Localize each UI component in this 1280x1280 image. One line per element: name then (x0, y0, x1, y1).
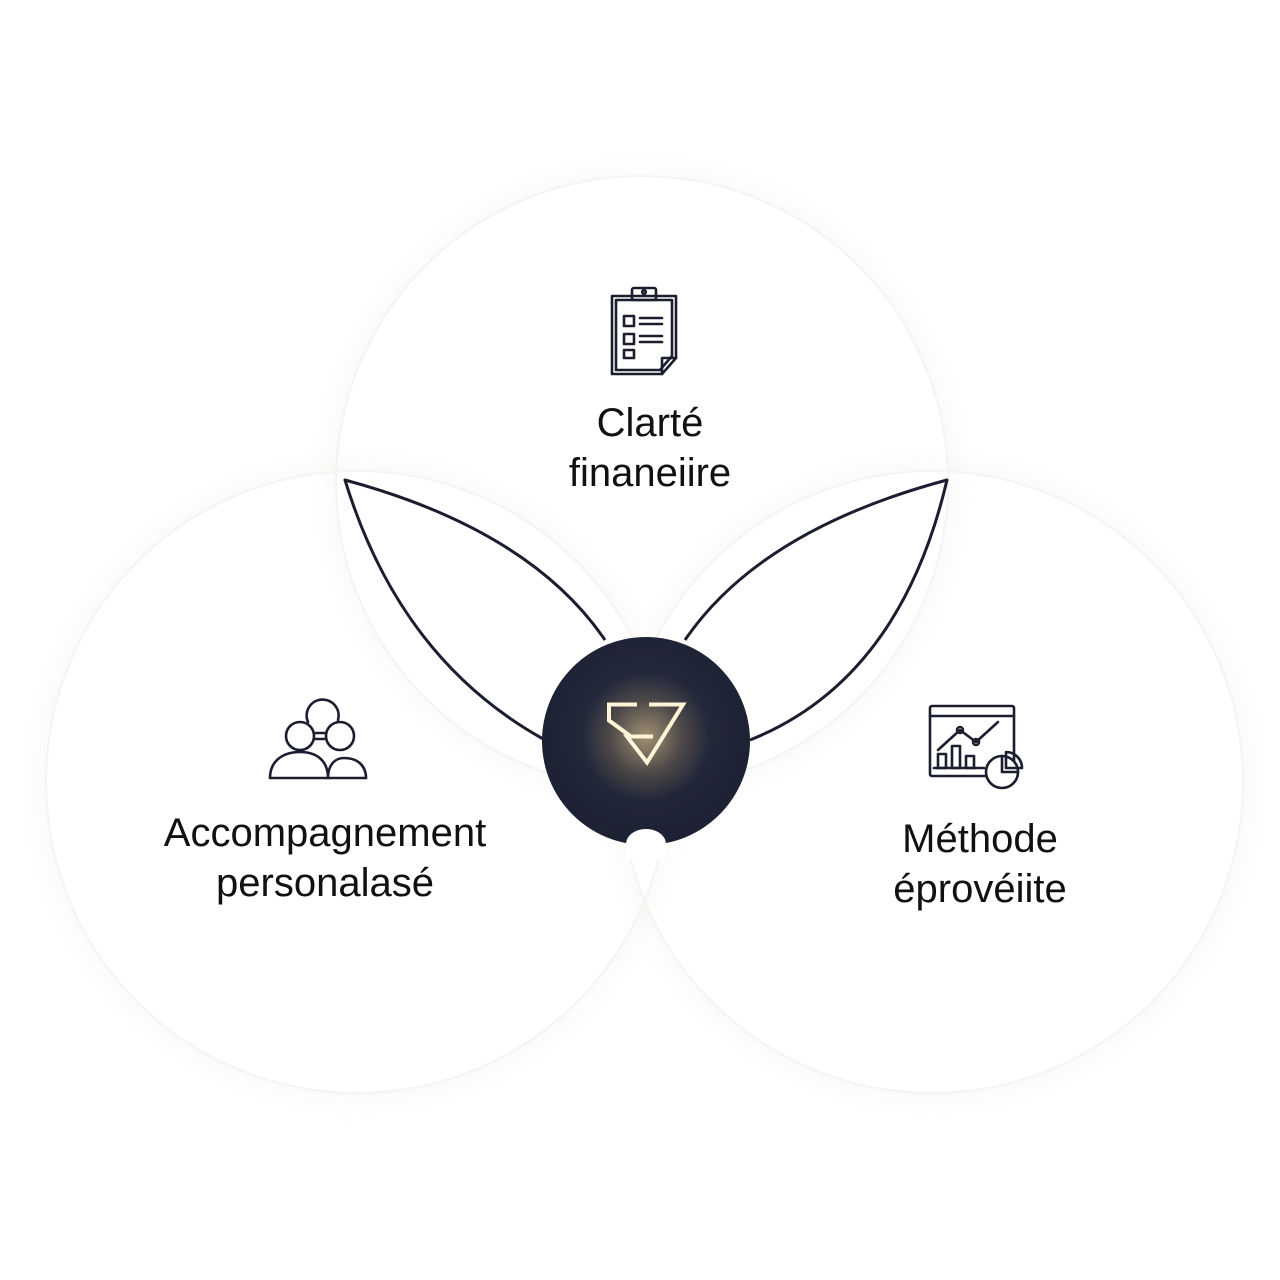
node-label-left: Accompagnement personalasé (100, 808, 550, 908)
center-hub (542, 637, 750, 859)
node-label-left-line-2: personalasé (216, 861, 434, 905)
right-petal (683, 478, 949, 742)
node-label-right-line-2: éprovéiite (893, 867, 1067, 911)
node-label-top: Clarté finaneiire (500, 398, 800, 498)
node-label-top-line-2: finaneiire (568, 451, 732, 495)
hub-notch (626, 829, 666, 859)
node-label-right-line-1: Méthode (902, 817, 1058, 861)
left-petal (343, 478, 607, 742)
node-label-left-line-1: Accompagnement (163, 811, 487, 855)
clipboard-checklist-icon (606, 286, 682, 378)
node-label-top-line-1: Clarté (596, 401, 704, 445)
stylized-s-triangle-logo (605, 698, 687, 775)
analytics-chart-icon (926, 702, 1024, 792)
node-label-right: Méthode éprovéiite (830, 814, 1130, 914)
people-conversation-icon (266, 696, 370, 782)
